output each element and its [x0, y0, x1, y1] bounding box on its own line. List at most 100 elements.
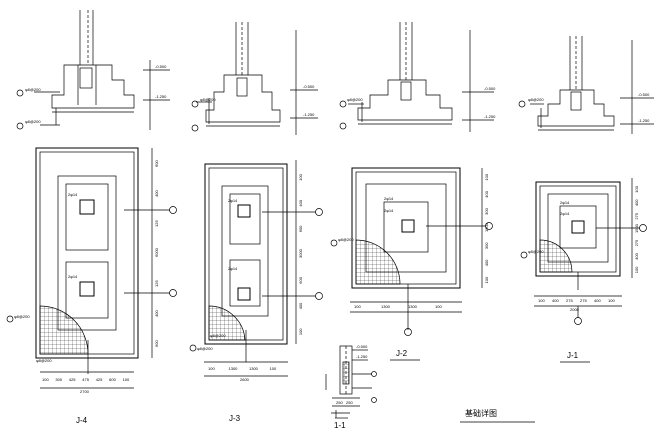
- plan-J-4-side-dim: 400: [154, 190, 159, 197]
- j4-rebar-note: φ8@200: [25, 87, 41, 92]
- plan-J-4-bottom-dim: 425: [96, 377, 103, 382]
- plan-J-3-bottom-dim: 100: [270, 366, 277, 371]
- plan-J-2-side-dim: 100: [484, 276, 489, 283]
- section-1-1-dim-1: 250: [336, 400, 343, 405]
- j4-plan-callout-1: φ8@200: [14, 314, 30, 319]
- drawing-title: 基础详图: [465, 408, 497, 418]
- j2-level-bottom: -1.250: [484, 114, 496, 119]
- plan-J-2-bottom-dim: 100: [435, 304, 442, 309]
- plan-j3: 2φ14 2φ14 φ8@200 φ8@200 2600: [189, 160, 323, 382]
- j1-col-label-1: 2φ14: [560, 200, 570, 205]
- j1-level-bottom: -1.250: [638, 118, 650, 123]
- j3-level-top: -0.500: [303, 84, 315, 89]
- section-1-1-level-top: -0.500: [356, 344, 368, 349]
- j2-plan-callout: φ8@200: [338, 237, 354, 242]
- section-j1: φ8@200 -0.500 -1.250: [518, 36, 654, 134]
- plan-J-4-side-dim: 6000: [154, 247, 159, 257]
- j3-col-label-2: 2φ14: [228, 266, 238, 271]
- j1-plan-callout: φ8@200: [528, 249, 544, 254]
- section-1-1: -0.500 -1.250 250 250 1-1: [325, 344, 377, 430]
- plan-J-4-bottom-dim: 300: [55, 377, 62, 382]
- j4-rebar-note-2: φ8@200: [25, 119, 41, 124]
- section-1-1-dim-2: 250: [346, 400, 353, 405]
- plan-J-2-side-dim: 1500: [484, 222, 489, 232]
- plan-J-1-side-dim: 275: [634, 239, 639, 246]
- section-1-1-label: 1-1: [334, 421, 346, 430]
- plan-j2: 2φ14 2φ14 φ8@200: [330, 167, 493, 336]
- plan-J-4-bottom-dim: 475: [82, 377, 89, 382]
- plan-J-2-side-dim: 100: [484, 173, 489, 180]
- plan-J-3-side-dim: 600: [298, 225, 303, 232]
- plan-J-1-bottom-dim: 400: [594, 298, 601, 303]
- plan-J-2-bottom-dim: 1300: [381, 304, 391, 309]
- plan-J-1-side-dim: 400: [634, 199, 639, 206]
- plan-J-1-bottom-dim: 275: [566, 298, 573, 303]
- plan-J-3-side-dim: 100: [298, 328, 303, 335]
- j3-total: 2600: [240, 377, 250, 382]
- j4-total: 2700: [80, 389, 90, 394]
- plan-J-2-side-dim: 400: [484, 259, 489, 266]
- j3-rebar-note: φ8@200: [200, 97, 216, 102]
- plan-J-4-side-dim: 125: [154, 280, 159, 287]
- plan-J-3-bottom-dim: 1300: [249, 366, 259, 371]
- j3-plan-callout-1: φ8@200: [210, 333, 226, 338]
- label-j3: J-3: [229, 414, 241, 423]
- plan-J-1-bottom-dim: 275: [580, 298, 587, 303]
- plan-J-2-side-dim: 300: [484, 207, 489, 214]
- section-j3: φ8@200 -0.500 -1.250: [191, 22, 318, 135]
- j2-col-label-2: 2φ14: [384, 208, 394, 213]
- plan-J-4-bottom-dim: 600: [109, 377, 116, 382]
- plan-J-2-bottom-dim: 1300: [408, 304, 418, 309]
- plan-J-1-side-dim: 275: [634, 212, 639, 219]
- plan-J-1-bottom-dim: 100: [608, 298, 615, 303]
- j3-col-label-1: 2φ14: [228, 198, 238, 203]
- label-j1: J-1: [567, 351, 579, 360]
- j2-rebar-note: φ8@200: [347, 97, 363, 102]
- j3-plan-callout-2: φ8@200: [197, 346, 213, 351]
- j4-col-label-1: 2φ14: [68, 192, 78, 197]
- plan-J-3-bottom-dim: 1300: [229, 366, 239, 371]
- plan-J-3-side-dim: 400: [298, 302, 303, 309]
- plan-J-3-side-dim: 3000: [298, 248, 303, 258]
- plan-J-1-side-dim: 100: [634, 266, 639, 273]
- j2-col-label-1: 2φ14: [384, 196, 394, 201]
- plan-J-1-side-dim: 400: [634, 252, 639, 259]
- j4-level-top: -0.500: [155, 64, 167, 69]
- j1-col-label-2: 2φ14: [560, 211, 570, 216]
- label-j4: J-4: [76, 416, 88, 425]
- plan-J-4-side-dim: 400: [154, 310, 159, 317]
- plan-J-4-side-dim: 600: [154, 160, 159, 167]
- j4-col-label-2: 2φ14: [68, 274, 78, 279]
- plan-J-4-bottom-dim: 100: [42, 377, 49, 382]
- plan-J-4-bottom-dim: 100: [123, 377, 130, 382]
- labels: J-4 J-3 J-2 J-1 基础详图: [76, 349, 590, 425]
- plan-J-3-side-dim: 600: [298, 276, 303, 283]
- plan-J-1-bottom-dim: 400: [552, 298, 559, 303]
- plan-J-4-side-dim: 600: [154, 340, 159, 347]
- plan-J-1-side-dim: 1500: [634, 223, 639, 233]
- plan-J-4-side-dim: 125: [154, 220, 159, 227]
- plan-J-3-side-dim: 100: [298, 173, 303, 180]
- j1-total: 2000: [570, 307, 580, 312]
- plan-J-3-side-dim: 400: [298, 199, 303, 206]
- section-j4: φ8@200 φ8@200 -0.500 -1.250: [16, 10, 170, 130]
- plan-j1: 2φ14 2φ14 φ8@200 2000: [520, 178, 647, 325]
- plan-J-2-side-dim: 300: [484, 242, 489, 249]
- section-1-1-level-bottom: -1.250: [356, 354, 368, 359]
- plan-J-1-bottom-dim: 100: [538, 298, 545, 303]
- plan-J-1-side-dim: 100: [634, 185, 639, 192]
- label-j2: J-2: [396, 349, 408, 358]
- j3-level-bottom: -1.250: [303, 112, 315, 117]
- j4-plan-callout-2: φ8@200: [36, 358, 52, 363]
- plan-J-3-bottom-dim: 100: [208, 366, 215, 371]
- plan-J-4-bottom-dim: 425: [69, 377, 76, 382]
- j2-level-top: -0.500: [484, 86, 496, 91]
- plan-J-2-bottom-dim: 100: [354, 304, 361, 309]
- section-j2: φ8@200 -0.500 -1.250: [339, 22, 496, 132]
- plan-j4: 2φ14 2φ14 φ8@200 φ8@200 2700: [6, 147, 177, 394]
- plan-J-2-side-dim: 400: [484, 190, 489, 197]
- j1-rebar-note: φ8@200: [528, 97, 544, 102]
- j1-level-top: -0.500: [638, 92, 650, 97]
- j4-level-bottom: -1.250: [155, 94, 167, 99]
